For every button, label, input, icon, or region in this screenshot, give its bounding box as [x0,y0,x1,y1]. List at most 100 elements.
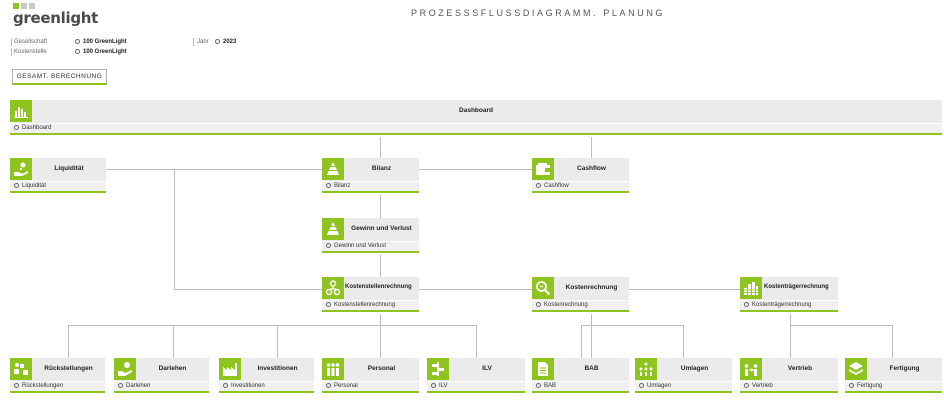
filter-jahr[interactable]: 2023 [215,39,236,45]
node-link-cashflow[interactable]: Cashflow [532,182,629,193]
node-title: Investitionen [257,365,298,372]
node-header [322,277,419,300]
node-title: Liquidität [54,165,84,172]
circle-arrow-icon [14,383,19,388]
bar-chart-icon [10,100,32,122]
node-link-label: Liquidität [22,183,47,190]
circle-arrow-icon [118,383,123,388]
node-link-personal[interactable]: Personal [322,382,419,393]
filter-gesellschaft[interactable]: 100 GreenLight [75,39,127,45]
node-header [322,358,419,381]
circle-arrow-icon [744,383,749,388]
filter-value-gesellschaft: 100 GreenLight [83,39,127,46]
node-link-label: BAB [544,383,557,390]
node-link-bilanz[interactable]: Bilanz [322,182,419,193]
circle-arrow-icon [536,183,541,188]
node-link-kostenstellenrechnung[interactable]: Kostenstellenrechnung [322,301,419,312]
layers-icon [845,358,867,380]
node-title: Personal [367,365,396,372]
node-link-investitionen[interactable]: Investitionen [219,382,314,393]
node-kostenrechnung[interactable]: Kostenrechnung Kostenrechnung [532,277,629,313]
node-link-rueckstellungen[interactable]: Rückstellungen [10,382,105,393]
node-darlehen[interactable]: Darlehen Darlehen [114,358,209,394]
node-link-label: Dashboard [22,125,52,132]
node-liquiditaet[interactable]: Liquidität Liquidität [10,158,106,194]
circle-arrow-icon [536,302,541,307]
node-title: Rückstellungen [44,365,93,372]
node-header [532,277,629,300]
magnifier-icon [532,277,554,299]
document-icon [532,358,554,380]
liquidity-icon [10,158,32,180]
node-header [10,100,942,123]
node-link-umlagen[interactable]: Umlagen [635,382,732,393]
node-link-bab[interactable]: BAB [532,382,629,393]
node-dashboard[interactable]: Dashboard Dashboard [10,100,942,136]
node-link-fertigung[interactable]: Fertigung [845,382,942,393]
circle-arrow-icon [223,383,228,388]
node-link-label: Rückstellungen [22,383,64,390]
node-header [740,277,838,300]
filter-value-jahr: 2023 [223,39,237,46]
node-vertrieb[interactable]: Vertrieb Vertrieb [740,358,838,394]
sales-icon [740,358,762,380]
node-link-label: ILV [439,383,448,390]
node-header [322,158,419,181]
node-gewinn-und-verlust[interactable]: Gewinn und Verlust Gewinn und Verlust [322,218,419,254]
node-fertigung[interactable]: Fertigung Fertigung [845,358,942,394]
factory-icon [219,358,241,380]
node-header [10,358,105,381]
node-link-liquiditaet[interactable]: Liquidität [10,182,106,193]
node-link-kostenrechnung[interactable]: Kostenrechnung [532,301,629,312]
circle-arrow-icon [536,383,541,388]
node-link-label: Cashflow [544,183,569,190]
node-header [635,358,732,381]
node-rueckstellungen[interactable]: Rückstellungen Rückstellungen [10,358,105,394]
node-umlagen[interactable]: Umlagen Umlagen [635,358,732,394]
node-cashflow[interactable]: Cashflow Cashflow [532,158,629,194]
select-circle-icon [75,49,80,54]
circle-arrow-icon [744,302,749,307]
node-ilv[interactable]: ILV ILV [427,358,525,394]
node-link-dashboard[interactable]: Dashboard [10,124,942,135]
node-personal[interactable]: Personal Personal [322,358,419,394]
node-bab[interactable]: BAB BAB [532,358,629,394]
select-circle-icon [215,39,220,44]
node-link-gewinn-und-verlust[interactable]: Gewinn und Verlust [322,242,419,253]
circle-arrow-icon [849,383,854,388]
node-link-vertrieb[interactable]: Vertrieb [740,382,838,393]
provisions-icon [10,358,32,380]
node-bilanz[interactable]: Bilanz Bilanz [322,158,419,194]
node-title: ILV [482,365,492,372]
select-circle-icon [75,39,80,44]
node-title: Darlehen [158,365,187,372]
logo-square-icon [21,3,27,9]
pyramid-icon [322,158,344,180]
pyramid-icon [322,218,344,240]
circle-arrow-icon [326,302,331,307]
node-title: Umlagen [680,365,709,372]
node-kostenstellenrechnung[interactable]: Kostenstellenrechnung Kostenstellenrechn… [322,277,419,313]
filter-label-gesellschaft: Gesellschaft [14,39,48,45]
node-title: Bilanz [371,165,392,172]
node-investitionen[interactable]: Investitionen Investitionen [219,358,314,394]
circle-arrow-icon [14,125,19,130]
calculate-all-button[interactable]: GESAMT. BERECHNUNG [12,69,107,85]
logo-square-icon [29,3,35,9]
node-header [219,358,314,381]
node-link-kostentraegerrechnung[interactable]: Kostenträgerrechnung [740,301,838,312]
filter-label-jahr: Jahr [197,39,209,45]
filter-kostenstelle[interactable]: 100 GreenLight [75,49,127,55]
loan-icon [114,358,136,380]
node-kostentraegerrechnung[interactable]: Kostenträgerrechnung Kostenträgerrechnun… [740,277,838,313]
node-link-label: Fertigung [857,383,883,390]
node-title: Fertigung [889,365,920,372]
node-title: Dashboard [459,107,493,114]
node-title: Vertrieb [787,365,813,372]
node-link-darlehen[interactable]: Darlehen [114,382,209,393]
page-title: PROZESSSFLUSSDIAGRAMM. PLANUNG [411,8,666,18]
node-link-label: Kostenstellenrechnung [334,302,396,309]
node-title: Kostenträgerrechnung [764,284,829,290]
node-link-ilv[interactable]: ILV [427,382,525,393]
stacked-bars-icon [740,277,762,299]
